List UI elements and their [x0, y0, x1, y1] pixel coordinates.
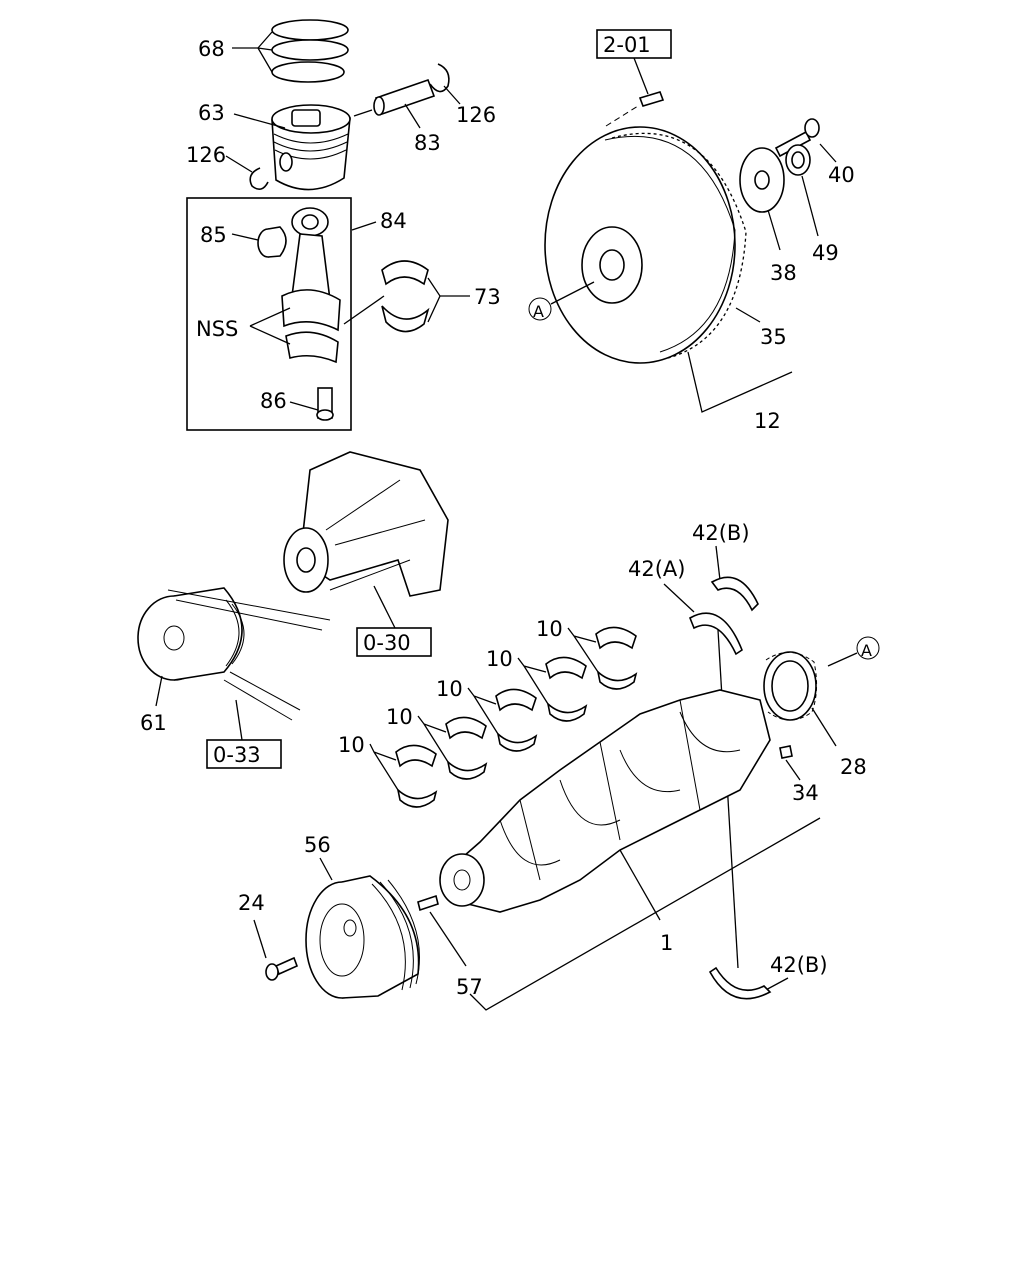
callout-nss: NSS [196, 317, 238, 341]
callout-57: 57 [456, 975, 483, 999]
main-bearing-1 [395, 744, 438, 808]
dowel-pin-flywheel [638, 91, 665, 107]
callout-84: 84 [380, 209, 407, 233]
leader-63 [233, 113, 286, 129]
crankshaft-pulley [305, 875, 420, 999]
crankshaft [439, 689, 771, 913]
mark-A-1: A [533, 302, 544, 321]
callout-10-4: 10 [486, 647, 513, 671]
connecting-rod-box [186, 197, 352, 431]
ref-box-0-33 [206, 739, 282, 769]
thrust-washer-a [688, 612, 743, 656]
callout-126-top: 126 [456, 103, 496, 127]
callout-126-bottom: 126 [186, 143, 226, 167]
callout-61: 61 [140, 711, 167, 735]
main-bearing-2 [445, 716, 488, 780]
callout-10-3: 10 [436, 677, 463, 701]
callout-42a: 42(A) [628, 557, 685, 581]
callout-85: 85 [200, 223, 227, 247]
drive-belt [167, 589, 331, 721]
callout-42b-bottom: 42(B) [770, 953, 828, 977]
callout-73: 73 [474, 285, 501, 309]
piston [271, 104, 351, 191]
callout-24: 24 [238, 891, 265, 915]
rod-bearings [381, 260, 470, 333]
leader-83 [404, 103, 421, 129]
piston-pin [353, 78, 436, 117]
callout-35: 35 [760, 325, 787, 349]
pilot-bearing [785, 144, 811, 176]
callout-86: 86 [260, 389, 287, 413]
idler-pulley [137, 587, 245, 681]
callout-63: 63 [198, 101, 225, 125]
callout-28: 28 [840, 755, 867, 779]
callout-49: 49 [812, 241, 839, 265]
mark-A-2: A [861, 641, 872, 660]
callout-1: 1 [660, 931, 673, 955]
ref-box-0-30 [356, 627, 432, 657]
snap-ring-top [429, 63, 450, 93]
bracket-12 [687, 351, 793, 413]
crankshaft-gear [763, 651, 818, 721]
thrust-washer-upper-b [710, 576, 759, 612]
callout-10-1: 10 [338, 733, 365, 757]
callout-12: 12 [754, 409, 781, 433]
connecting-rod [281, 207, 341, 364]
flywheel-plate [739, 147, 785, 213]
piston-rings [232, 19, 349, 83]
dowel-pin-pulley [417, 894, 439, 912]
crankshaft-key [779, 745, 793, 759]
callout-10-2: 10 [386, 705, 413, 729]
bracket-1 [469, 817, 821, 1011]
ref-0-30: 0-30 [363, 631, 411, 655]
callout-38: 38 [770, 261, 797, 285]
callout-34: 34 [792, 781, 819, 805]
callout-56: 56 [304, 833, 331, 857]
main-bearing-4 [545, 656, 588, 722]
mark-A-circle-2 [856, 636, 880, 660]
callout-10-5: 10 [536, 617, 563, 641]
callout-42b-top: 42(B) [692, 521, 750, 545]
flywheel [544, 126, 747, 364]
callout-40: 40 [828, 163, 855, 187]
small-end-bushing [257, 226, 287, 258]
main-bearing-5 [595, 626, 638, 690]
flywheel-bolt [774, 118, 820, 158]
main-bearing-3 [495, 688, 538, 752]
snap-ring-bottom [249, 167, 269, 190]
callout-68: 68 [198, 37, 225, 61]
pulley-bolt [265, 956, 299, 981]
callout-83: 83 [414, 131, 441, 155]
water-pump [283, 451, 449, 597]
mark-A-circle-1 [528, 297, 552, 321]
connecting-rod-bolt [316, 387, 334, 421]
ref-2-01: 2-01 [603, 33, 651, 57]
thrust-washer-lower-b [708, 966, 772, 1000]
ref-0-33: 0-33 [213, 743, 261, 767]
